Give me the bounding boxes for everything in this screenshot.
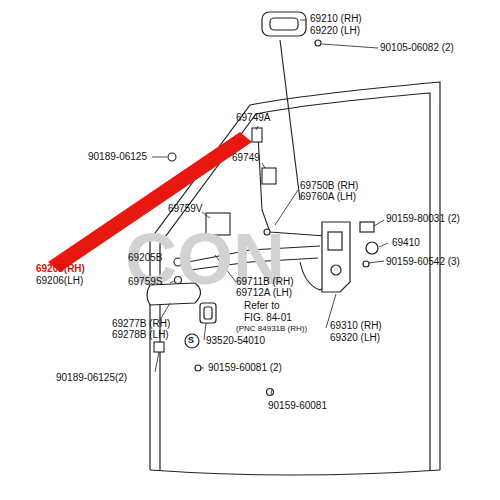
callout-number: 93520-54010 xyxy=(206,335,265,346)
callout-number: FIG. 84-01 xyxy=(244,312,292,323)
callout-number: 69759S xyxy=(128,276,162,287)
callout-number: 69206(LH) xyxy=(36,275,83,286)
callout-number: Refer to xyxy=(244,300,280,311)
callout-number: 90159-60081 (2) xyxy=(208,362,282,373)
callout-number: 69750B (RH) xyxy=(300,180,358,191)
callout-number: 90189-06125(2) xyxy=(56,372,127,383)
rod-clip xyxy=(262,168,276,184)
callout-number: 69711B (RH) xyxy=(236,276,294,287)
callout-number: 90105-06082 (2) xyxy=(380,42,454,53)
callout-number: 69277B (RH) xyxy=(112,318,170,329)
callout-number: S xyxy=(188,335,194,345)
door-lock xyxy=(322,222,378,292)
callout-number: 69278B (LH) xyxy=(112,329,169,340)
callout-number: 69205B xyxy=(128,252,162,263)
callout-number: 69410 xyxy=(392,237,420,248)
callout-number: 69749 xyxy=(232,152,260,163)
callout-number: 69205(RH) xyxy=(36,263,85,274)
callout-number: 69712A (LH) xyxy=(236,287,292,298)
callout-number: 90189-06125 xyxy=(88,151,147,162)
screw xyxy=(168,153,176,161)
screw xyxy=(195,365,201,371)
callout-number: 69749A xyxy=(236,112,270,123)
callout-number: 69320 (LH) xyxy=(330,332,380,343)
callout-number: 69220 (LH) xyxy=(310,25,360,36)
screw xyxy=(267,389,274,396)
leader-lines xyxy=(152,20,388,395)
callout-number: 69310 (RH) xyxy=(330,320,382,331)
callout-number: 90159-60542 (3) xyxy=(386,256,460,267)
callout-number: 90159-60081 xyxy=(268,400,327,411)
striker xyxy=(366,242,378,254)
screw xyxy=(360,222,374,232)
screw xyxy=(154,342,164,352)
callout-number: (PNC 84931B (RH)) xyxy=(236,324,307,333)
callout-number: 90159-80031 (2) xyxy=(386,213,460,224)
callout-number: 69759V xyxy=(168,203,202,214)
s-symbol-ring xyxy=(185,334,199,348)
door-bottom xyxy=(150,470,440,475)
screw xyxy=(363,261,369,267)
callout-number: 69210 (RH) xyxy=(310,13,362,24)
callout-number: 69760A (LH) xyxy=(300,191,356,202)
rod-clip xyxy=(252,128,262,142)
